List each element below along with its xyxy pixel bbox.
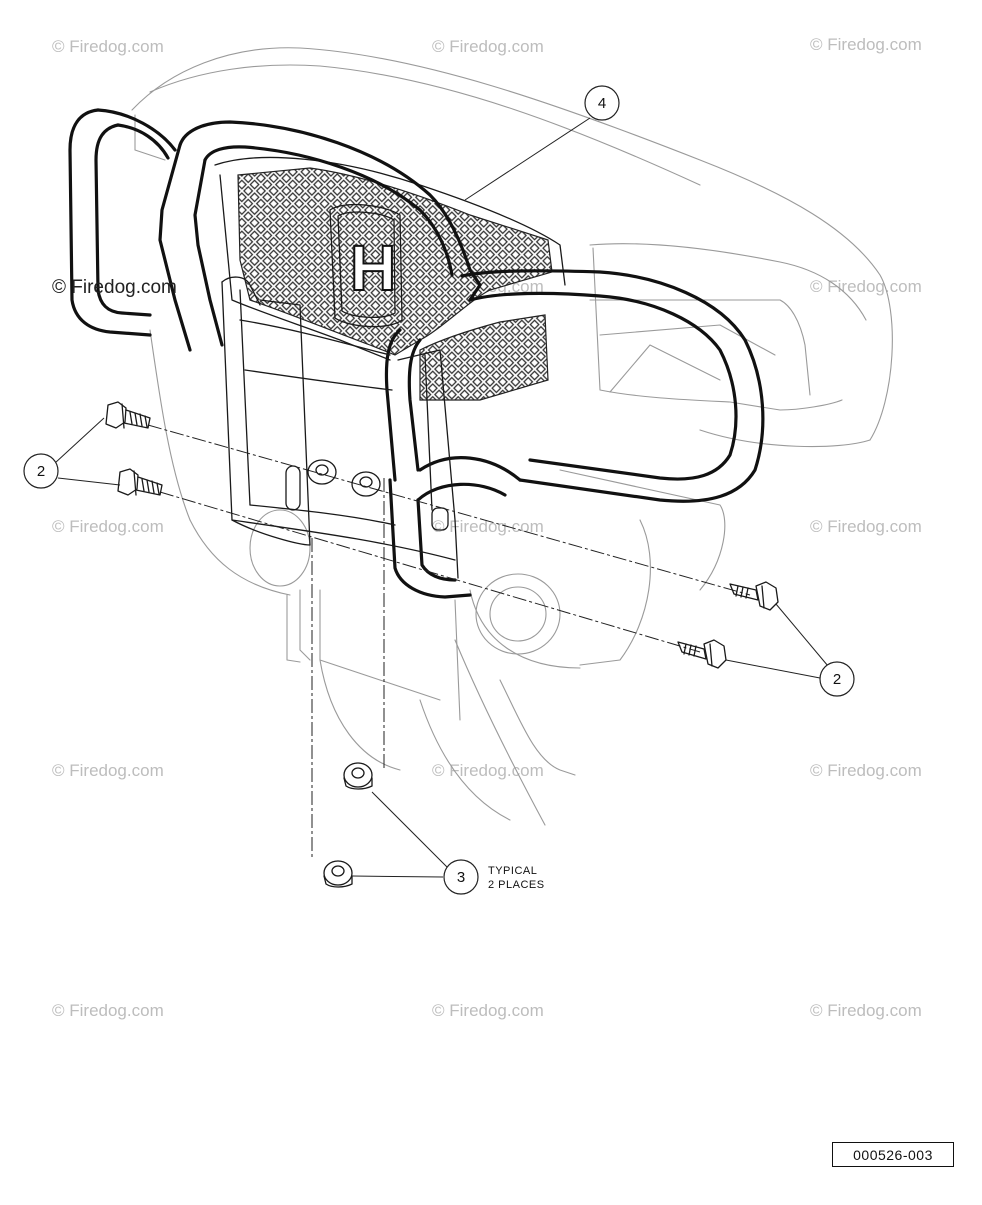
watermark-text: © Firedog.com <box>52 761 164 780</box>
watermark-text: © Firedog.com <box>810 517 922 536</box>
watermark-text: © Firedog.com <box>810 35 922 54</box>
watermark-text: © Firedog.com <box>432 761 544 780</box>
leader-lines <box>54 117 829 878</box>
mounting-brackets <box>221 276 459 579</box>
front-bumper-guard <box>68 108 765 599</box>
callout-number: 2 <box>833 671 841 688</box>
callout-number: 3 <box>457 869 465 886</box>
flange-bolt <box>105 401 151 429</box>
watermark-text: © Firedog.com <box>52 517 164 536</box>
watermark-text: © Firedog.com <box>810 277 922 296</box>
watermark-text: © Firedog.com <box>52 37 164 56</box>
flange-bolt <box>729 581 779 611</box>
watermark-text: © Firedog.com <box>432 1001 544 1020</box>
note-line: TYPICAL <box>488 865 537 877</box>
vehicle-front-body <box>131 47 893 826</box>
flange-nut <box>307 459 337 485</box>
watermark-text: © Firedog.com <box>52 1001 164 1020</box>
flange-nut <box>351 471 381 497</box>
flange-bolt <box>677 639 727 669</box>
flange-bolt <box>117 468 163 496</box>
watermark-text-prominent: © Firedog.com <box>52 277 177 298</box>
callout-number: 2 <box>37 463 45 480</box>
figure-number: 000526-003 <box>832 1142 954 1167</box>
callout-guard: 4 <box>584 85 620 121</box>
note-line: 2 PLACES <box>488 879 545 891</box>
flange-nut <box>343 762 373 790</box>
front-grille: H <box>214 156 566 401</box>
watermark-text: © Firedog.com <box>810 761 922 780</box>
watermark-text: © Firedog.com <box>432 37 544 56</box>
watermark-text: © Firedog.com <box>810 1001 922 1020</box>
callout-nuts: 3 <box>443 859 479 895</box>
watermarks: © Firedog.com © Firedog.com © Firedog.co… <box>52 35 922 1020</box>
callout-bolts-right: 2 <box>819 661 855 697</box>
flange-nut <box>323 860 353 888</box>
watermark-text: © Firedog.com <box>432 517 544 536</box>
assembly-center-lines <box>147 424 751 860</box>
quantity-note: TYPICAL 2 PLACES <box>488 865 545 891</box>
callout-number: 4 <box>598 95 606 112</box>
callout-bolts-left: 2 <box>23 453 59 489</box>
logo-emblem: H <box>350 232 396 304</box>
